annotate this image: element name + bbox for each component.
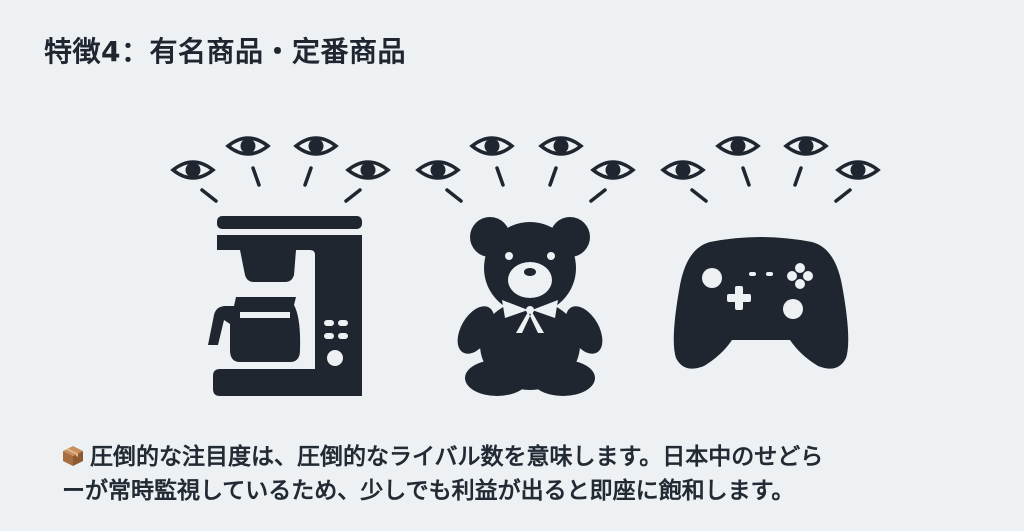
package-icon xyxy=(63,446,83,466)
watcher-eyes-coffee xyxy=(171,136,390,203)
eye-icon xyxy=(591,160,635,180)
eye-icon xyxy=(836,160,880,180)
eye-icon xyxy=(784,136,828,156)
eye-icon xyxy=(171,160,215,180)
slide-title: 特徴4：有名商品・定番商品 xyxy=(44,35,406,68)
caption-line-2: ーが常時監視しているため、少しでも利益が出ると即座に飽和します。 xyxy=(62,478,795,504)
eye-icon xyxy=(226,136,270,156)
eye-icon xyxy=(661,160,705,180)
eye-icon xyxy=(539,136,583,156)
eye-icon xyxy=(416,160,460,180)
eye-icon xyxy=(716,136,760,156)
watcher-eyes-bear xyxy=(416,136,635,203)
watcher-eyes-controller xyxy=(661,136,880,203)
caption: 圧倒的な注目度は、圧倒的なライバル数を意味します。日本中のせどら ーが常時監視し… xyxy=(62,440,823,508)
eye-icon xyxy=(470,136,514,156)
game-controller-icon xyxy=(673,237,849,369)
coffee-maker-icon xyxy=(208,216,362,396)
eye-icon xyxy=(346,160,390,180)
eye-icon xyxy=(294,136,338,156)
caption-text-1: 圧倒的な注目度は、圧倒的なライバル数を意味します。日本中のせどら xyxy=(90,444,824,470)
teddy-bear-icon xyxy=(457,217,603,396)
caption-line-1: 圧倒的な注目度は、圧倒的なライバル数を意味します。日本中のせどら xyxy=(62,440,823,474)
